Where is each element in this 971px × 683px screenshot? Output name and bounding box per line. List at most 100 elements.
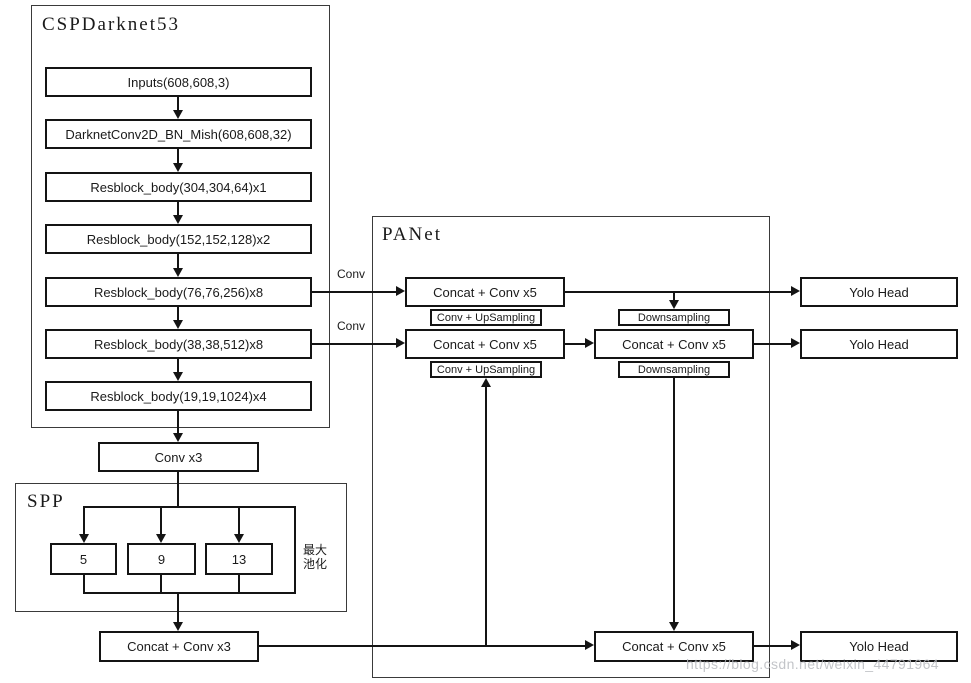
upsample-branch-line (485, 387, 487, 646)
arrowhead-down-icon (669, 300, 679, 309)
backbone-box-inputs-label: Inputs(608,608,3) (127, 74, 230, 90)
conv-upsampling-box-2: Conv + UpSampling (430, 361, 542, 378)
backbone-connector-line (177, 97, 179, 110)
arrowhead-down-icon (173, 163, 183, 172)
arrowhead-down-icon (173, 320, 183, 329)
backbone-box-resblock-152: Resblock_body(152,152,128)x2 (45, 224, 312, 254)
downsampling-label-2: Downsampling (637, 363, 711, 376)
conv-upsampling-label-2: Conv + UpSampling (436, 363, 536, 376)
panet-concat-conv-x5-box-2: Concat + Conv x5 (405, 329, 565, 359)
spp-drop-line (160, 508, 162, 535)
spp-pool-9-label: 9 (157, 551, 166, 567)
backbone-box-resblock-152-label: Resblock_body(152,152,128)x2 (86, 231, 271, 247)
panet-concat-conv-x5-label-3: Concat + Conv x5 (622, 336, 726, 352)
panet-to-head1-line (565, 291, 792, 293)
spp-out-line (238, 575, 240, 593)
arrowhead-down-icon (173, 215, 183, 224)
arrowhead-right-icon (585, 338, 594, 348)
spp-out-line (160, 575, 162, 593)
yolo-head-label-2: Yolo Head (849, 336, 909, 352)
yolo-head-label-3: Yolo Head (849, 639, 909, 654)
backbone-connector-line (177, 307, 179, 320)
panet-box2-to-box3-line (565, 343, 586, 345)
backbone-box-inputs: Inputs(608,608,3) (45, 67, 312, 97)
backbone-box-resblock-304: Resblock_body(304,304,64)x1 (45, 172, 312, 202)
arrowhead-down-icon (173, 268, 183, 277)
arrowhead-down-icon (173, 110, 183, 119)
spp-panel (15, 483, 347, 612)
conv-x3-box: Conv x3 (98, 442, 259, 472)
panet-concat-conv-x5-label-1: Concat + Conv x5 (433, 284, 537, 300)
backbone-box-resblock-304-label: Resblock_body(304,304,64)x1 (90, 179, 267, 195)
spp-pool-13-box: 13 (205, 543, 273, 575)
panet-concat-conv-x5-box-3: Concat + Conv x5 (594, 329, 754, 359)
backbone-to-panet-line (312, 291, 397, 293)
watermark-text: https://blog.csdn.net/weixin_44791964 (686, 656, 939, 672)
backbone-connector-line (177, 202, 179, 215)
backbone-box-darknetconv2d-label: DarknetConv2D_BN_Mish(608,608,32) (65, 126, 292, 142)
panet-concat-conv-x5-box-4: Concat + Conv x5 (594, 631, 754, 662)
panet-to-head2-line (754, 343, 792, 345)
backbone-to-panet-line (312, 343, 397, 345)
panet-concat-conv-x5-label-2: Concat + Conv x5 (433, 336, 537, 352)
downsampling-label-1: Downsampling (637, 311, 711, 324)
downsampling-to-concat-line (673, 378, 675, 622)
backbone-title: CSPDarknet53 (42, 14, 180, 35)
yolo-head-box-3: Yolo Head (800, 631, 958, 662)
spp-out-line (83, 575, 85, 593)
backbone-box-resblock-76: Resblock_body(76,76,256)x8 (45, 277, 312, 307)
backbone-connector-line (177, 359, 179, 372)
backbone-box-resblock-38-label: Resblock_body(38,38,512)x8 (93, 336, 264, 352)
panet-concat-conv-x5-box-1: Concat + Conv x5 (405, 277, 565, 307)
spp-pool-13-label: 13 (231, 551, 247, 567)
yolo-head-label-1: Yolo Head (849, 284, 909, 300)
panet-panel (372, 216, 770, 678)
conv-arrow-label: Conv (337, 319, 366, 333)
panet-title: PANet (382, 224, 442, 245)
backbone-box-darknetconv2d: DarknetConv2D_BN_Mish(608,608,32) (45, 119, 312, 149)
backbone-connector-line (177, 149, 179, 163)
backbone-box-resblock-76-label: Resblock_body(76,76,256)x8 (93, 284, 264, 300)
backbone-box-resblock-19: Resblock_body(19,19,1024)x4 (45, 381, 312, 411)
conv-upsampling-box-1: Conv + UpSampling (430, 309, 542, 326)
downsampling-box-2: Downsampling (618, 361, 730, 378)
conv-arrow-label: Conv (337, 267, 366, 281)
backbone-box-resblock-38: Resblock_body(38,38,512)x8 (45, 329, 312, 359)
arrowhead-down-icon (669, 622, 679, 631)
conv-x3-label: Conv x3 (154, 449, 203, 465)
arrowhead-up-icon (481, 378, 491, 387)
spp-to-concat-line (177, 592, 179, 622)
spp-pool-5-box: 5 (50, 543, 117, 575)
yolo-head-box-1: Yolo Head (800, 277, 958, 307)
panet-concat-conv-x5-label-4: Concat + Conv x5 (622, 639, 726, 654)
arrowhead-down-icon (173, 622, 183, 631)
arrowhead-down-icon (79, 534, 89, 543)
conv-upsampling-label-1: Conv + UpSampling (436, 311, 536, 324)
arrowhead-right-icon (791, 286, 800, 296)
convx3-to-spp-line (177, 472, 179, 508)
spp-title: SPP (27, 491, 65, 512)
arrowhead-right-icon (791, 338, 800, 348)
spp-drop-line (238, 508, 240, 535)
concat-conv-x3-box: Concat + Conv x3 (99, 631, 259, 662)
arrowhead-right-icon (396, 338, 405, 348)
spp-passthrough-line (294, 506, 296, 594)
panet-to-head3-line (754, 645, 792, 647)
backbone-connector-line (177, 254, 179, 268)
downsampling-box-1: Downsampling (618, 309, 730, 326)
arrowhead-right-icon (396, 286, 405, 296)
spp-drop-line (83, 508, 85, 535)
arrowhead-down-icon (173, 433, 183, 442)
concat-conv-x3-label: Concat + Conv x3 (127, 639, 231, 654)
spp-pool-9-box: 9 (127, 543, 196, 575)
concatx3-to-panet-line (259, 645, 587, 647)
spp-top-bus-line (83, 506, 296, 508)
arrowhead-down-icon (234, 534, 244, 543)
arrowhead-down-icon (173, 372, 183, 381)
arrowhead-down-icon (156, 534, 166, 543)
arrowhead-right-icon (791, 640, 800, 650)
backbone-panel (31, 5, 330, 428)
backbone-box-resblock-19-label: Resblock_body(19,19,1024)x4 (90, 388, 267, 404)
spp-pool-5-label: 5 (79, 551, 88, 567)
